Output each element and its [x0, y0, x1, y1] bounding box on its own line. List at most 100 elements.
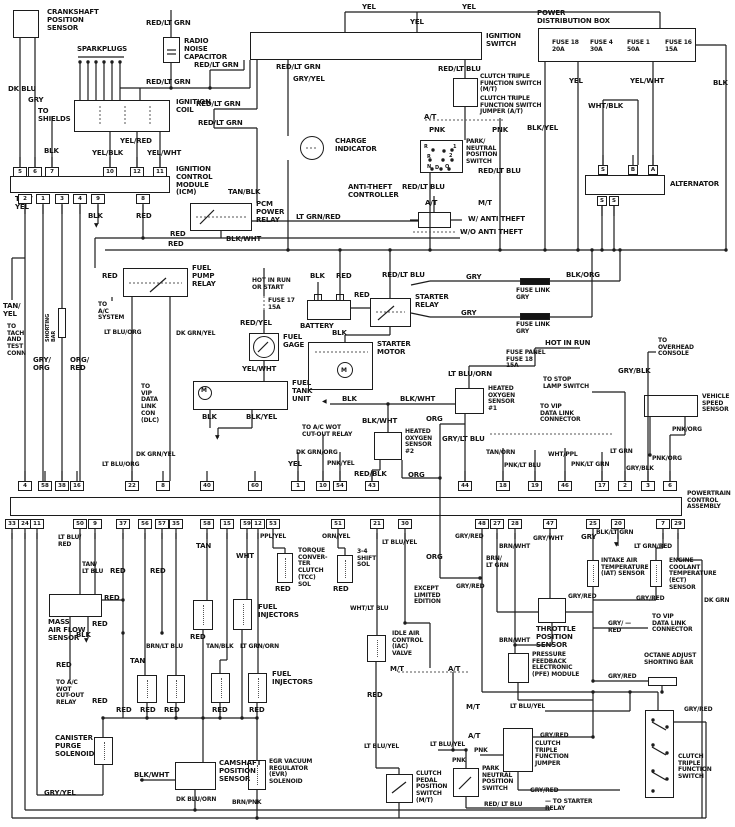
wire-label: BRN/ LT GRN [486, 555, 509, 569]
wire-label: LT BLU/ORN [448, 370, 493, 378]
wire-label: RED [168, 240, 184, 248]
wire-label: TAN [130, 657, 146, 665]
fuel-tank-unit-box [193, 381, 288, 410]
pcm-bottom-pin-58: 58 [200, 519, 214, 529]
powertrain-control-assembly-box [10, 497, 682, 516]
pcm-bottom-pin-35: 35 [169, 519, 183, 529]
radio-noise-capacitor-box [163, 37, 180, 63]
power-distribution-box [538, 28, 696, 62]
wire-label: TAN/ LT BLU [82, 561, 104, 575]
wire-label: POWER DISTRIBUTION BOX [537, 9, 610, 25]
wire-label: FUEL TANK UNIT [292, 379, 313, 403]
wire-label: YEL [569, 77, 583, 85]
injector-box-5 [211, 673, 230, 703]
wire-label: RED [102, 272, 118, 280]
wire-label: RADIO NOISE CAPACITOR [184, 37, 227, 61]
wire-label: ▼ [94, 222, 99, 229]
coil-squiggle-icon [593, 565, 594, 582]
wire-label: TO VIP DATA LINK CONNECTOR [540, 403, 581, 424]
wire-label: ▼ [215, 434, 220, 441]
wire-label: WHT/BLK [588, 102, 624, 110]
icm-bottom-pin-4: 4 [73, 194, 87, 204]
wire-label: BLK/YEL [246, 413, 278, 421]
wire-label: N [427, 164, 432, 170]
wire-label: DK GRN [704, 597, 730, 604]
wire-label: FUEL INJECTORS [258, 603, 299, 619]
pcm-top-pin-58: 58 [38, 481, 52, 491]
wire-label: MASS AIR FLOW SENSOR [48, 618, 86, 642]
wire-label: TO TACH AND TEST CONN [7, 323, 26, 357]
wire-label: M [201, 387, 207, 394]
pcm-bottom-pin-9: 9 [88, 519, 102, 529]
wire-label: PNK/ORG [672, 426, 702, 433]
wire-label: TO A/C WOT CUT-OUT RELAY [302, 424, 353, 438]
wire-label: DK GRN/ORG [296, 449, 338, 456]
wire-label: BLK [88, 212, 103, 220]
wire-label: PARK/ NEUTRAL POSITION SWITCH [466, 138, 498, 166]
wire-label: A/T [425, 199, 438, 207]
icm-bottom-pin-9: 9 [91, 194, 105, 204]
wire-label: HOT IN RUN [545, 339, 591, 347]
wire-label: GRY/RED [456, 583, 485, 590]
wire-label: RED [336, 272, 352, 280]
pcm-top-pin-10: 10 [316, 481, 330, 491]
wire-label: CLUTCH TRIPLE FUNCTION SWITCH [678, 753, 712, 781]
wire-label: DK BLU/ORN [176, 796, 217, 803]
wire-label: FUSE 17 15A [268, 297, 295, 311]
pcm-top-pin-8: 8 [156, 481, 170, 491]
wire-label: BLK [44, 147, 59, 155]
wire-label: GRY [28, 96, 44, 104]
wire-label: YEL/WHT [147, 149, 182, 157]
wire-label: RED [116, 706, 132, 714]
wire-label: FUSE LINK GRY [516, 287, 550, 301]
clutch-triple-function-switch-top-box [453, 78, 478, 107]
heated-oxygen-sensor-1-box [455, 388, 484, 414]
wire-label: PPL/YEL [260, 533, 287, 540]
wire-label: — TO STARTER RELAY [545, 798, 593, 812]
wire-label: YEL/RED [120, 137, 152, 145]
wire-label: RED/LT BLU [438, 65, 481, 73]
wire-label: RED [333, 585, 349, 593]
wire-label: FUEL PUMP RELAY [192, 264, 216, 288]
wire-label: ORG/ RED [70, 356, 90, 372]
wire-label: RED [110, 567, 126, 575]
coil-squiggle-icon [257, 765, 258, 785]
wire-label: PNK [474, 747, 488, 754]
pcm-bottom-pin-20: 20 [611, 519, 625, 529]
battery-box [307, 300, 351, 320]
wire-label: WHT/LT BLU [350, 605, 389, 612]
wire-label: BRN/PNK [232, 799, 262, 806]
wire-label: SHORTING BAR [45, 313, 57, 342]
wire-label: BLK [332, 329, 347, 337]
pcm-bottom-pin-28: 28 [508, 519, 522, 529]
pcm-top-pin-1: 1 [291, 481, 305, 491]
wire-label: 1 [453, 144, 457, 150]
wire-label: BLK [310, 272, 325, 280]
wire-label: PRESSURE FEEDBACK ELECTRONIC (PFE) MODUL… [532, 651, 580, 679]
starter-relay-box [370, 298, 411, 327]
crankshaft-position-sensor-box [13, 10, 39, 38]
wire-label: GRY/RED [636, 595, 665, 602]
wire-label: TAN/BLK [206, 643, 234, 650]
wire-label: GRY/WHT [533, 535, 564, 542]
wire-label: HOT IN RUN OR START [252, 277, 291, 291]
wire-label: RED/LT GRN [194, 61, 239, 69]
wire-label: BLK/WHT [134, 771, 170, 779]
wire-label: TAN [196, 542, 212, 550]
injector-box-1 [193, 600, 213, 630]
pcm-bottom-pin-15: 15 [220, 519, 234, 529]
pcm-top-pin-18: 18 [496, 481, 510, 491]
wire-label: BATTERY [300, 322, 334, 330]
wire-label: FUSE 18 20A [552, 39, 579, 53]
wire-label: CLUTCH TRIPLE FUNCTION SWITCH JUMPER (A/… [480, 95, 542, 116]
wire-label: RED [150, 567, 166, 575]
wire-label: RED [104, 594, 120, 602]
pcm-bottom-pin-53: 53 [266, 519, 280, 529]
wire-label: ORG [408, 471, 425, 479]
injector-box-6 [248, 673, 267, 703]
wire-label: CRANKSHAFT POSITION SENSOR [47, 8, 99, 32]
icm-top-pin-10: 10 [103, 167, 117, 177]
wire-label: YEL [462, 3, 476, 11]
wire-label: IGNITION CONTROL MODULE (ICM) [176, 165, 213, 197]
